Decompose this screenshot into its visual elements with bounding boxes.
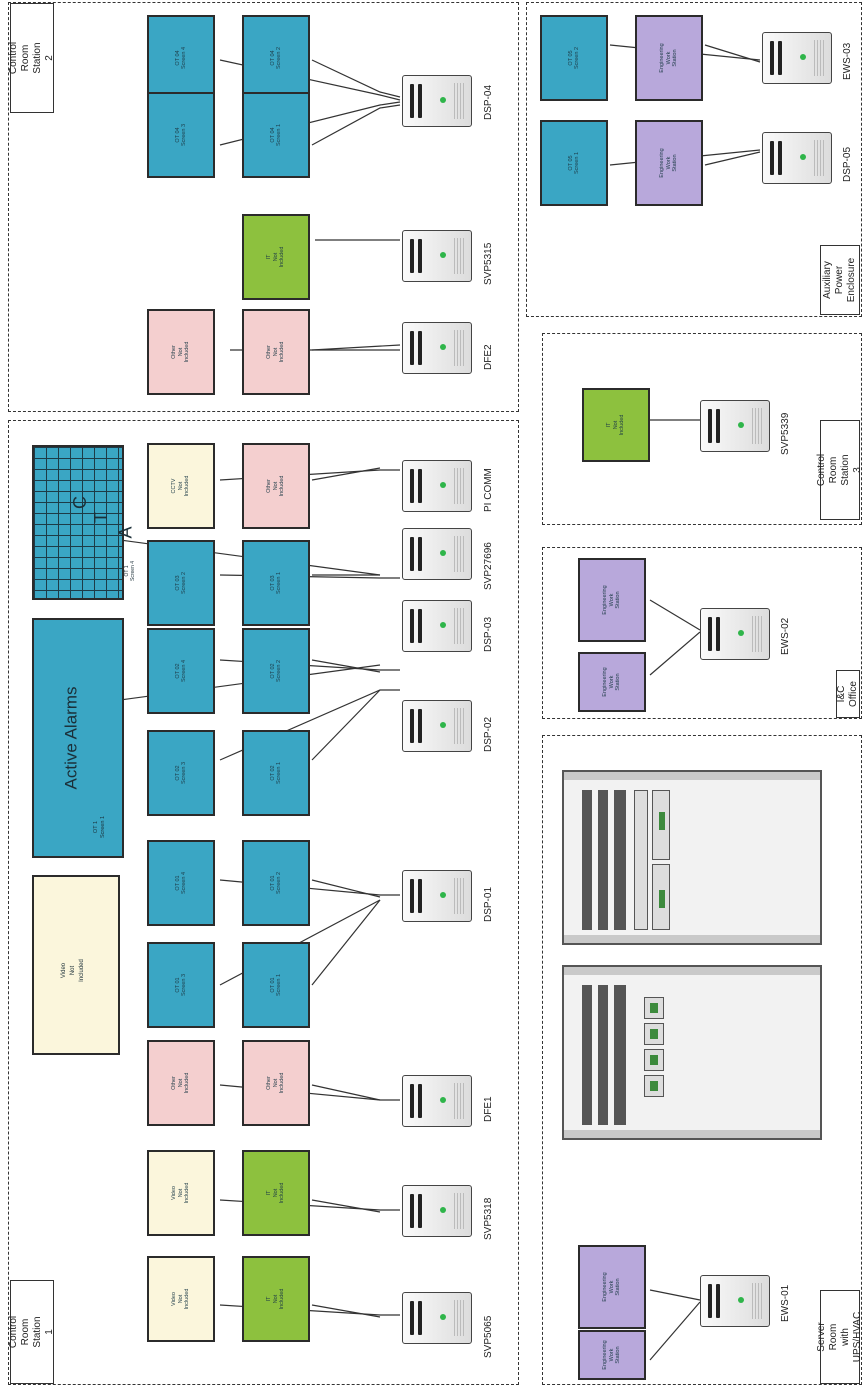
workstation-tower-svp5318 xyxy=(402,1185,472,1237)
monitor-video-not-included: Video Not Included xyxy=(147,1150,215,1236)
workstation-tower-ews03 xyxy=(762,32,832,84)
video-wall-label: Video Not Included xyxy=(60,959,85,982)
monitor-ot04-screen1: OT 04 Screen 1 xyxy=(242,92,310,178)
cta-letter-a: A xyxy=(115,526,136,539)
tower-label-dfe1: DFE1 xyxy=(483,1096,494,1122)
tower-label-dsp04: DSP-04 xyxy=(483,84,494,120)
monitor-ot04-screen4: OT 04 Screen 4 xyxy=(147,15,215,101)
monitor-ot05-screen2: OT 05 Screen 2 xyxy=(540,15,608,101)
monitor-ot04-screen3: OT 04 Screen 3 xyxy=(147,92,215,178)
active-alarms-screen-label: OT 1 Screen 1 xyxy=(93,815,107,839)
monitor-engineering-workstation: Engineering Work Station xyxy=(635,15,703,101)
zone-label-control-room-station-3: Control Room Station 3 xyxy=(816,420,863,520)
monitor-engineering-workstation: Engineering Work Station xyxy=(578,652,646,712)
workstation-tower-ews02 xyxy=(700,608,770,660)
active-alarms-screen: Active Alarms OT 1 Screen 1 xyxy=(32,618,124,858)
workstation-tower-dsp03 xyxy=(402,600,472,652)
monitor-engineering-workstation: Engineering Work Station xyxy=(578,558,646,642)
zone-label-server-room: Server Room with UPS/HVAC xyxy=(816,1290,863,1384)
workstation-tower-svp5065 xyxy=(402,1292,472,1344)
workstation-tower-dsp05 xyxy=(762,132,832,184)
tower-label-ews03: EWS-03 xyxy=(842,42,853,80)
tower-label-picomm: PI COMM xyxy=(483,468,494,512)
zone-auxiliary-power-enclosure xyxy=(526,2,862,317)
workstation-tower-dsp01 xyxy=(402,870,472,922)
cta-letter-c: C xyxy=(70,496,90,509)
monitor-ot05-screen1: OT 05 Screen 1 xyxy=(540,120,608,206)
monitor-other-not-included: Other Not Included xyxy=(242,309,310,395)
monitor-it-not-included: IT Not Included xyxy=(582,388,650,462)
monitor-engineering-workstation: Engineering Work Station xyxy=(578,1330,646,1380)
monitor-ot01-screen2: OT 01 Screen 2 xyxy=(242,840,310,926)
tower-label-dfe2: DFE2 xyxy=(483,344,494,370)
zone-ic-office xyxy=(542,547,862,719)
monitor-ot01-screen1: OT 01 Screen 1 xyxy=(242,942,310,1028)
zone-label-control-room-station-2: Control Room Station 2 xyxy=(8,3,55,113)
zone-label-auxiliary-power-enclosure: Auxiliary Power Enclosure xyxy=(820,245,860,315)
workstation-tower-dsp04 xyxy=(402,75,472,127)
tower-label-svp5065: SVP5065 xyxy=(483,1315,494,1358)
monitor-ot02-screen1: OT 02 Screen 1 xyxy=(242,730,310,816)
monitor-ot03-screen2: OT 03 Screen 2 xyxy=(147,540,215,626)
workstation-tower-dfe1 xyxy=(402,1075,472,1127)
monitor-other-not-included: Other Not Included xyxy=(242,1040,310,1126)
zone-control-room-station-3 xyxy=(542,333,862,525)
tower-label-svp5318: SVP5318 xyxy=(483,1197,494,1240)
monitor-it-not-included: IT Not Included xyxy=(242,214,310,300)
monitor-other-not-included: Other Not Included xyxy=(147,309,215,395)
server-rack-2 xyxy=(562,965,822,1140)
cta-screen-label: OT 1 Screen 4 xyxy=(124,560,137,582)
monitor-ot02-screen4: OT 02 Screen 4 xyxy=(147,628,215,714)
zone-server-room xyxy=(542,735,862,1385)
workstation-tower-svp5315 xyxy=(402,230,472,282)
workstation-tower-svp5339 xyxy=(700,400,770,452)
monitor-other-not-included: Other Not Included xyxy=(242,443,310,529)
workstation-tower-svp27696 xyxy=(402,528,472,580)
server-rack-1 xyxy=(562,770,822,945)
monitor-engineering-workstation: Engineering Work Station xyxy=(578,1245,646,1329)
tower-label-dsp05: DSP-05 xyxy=(842,146,853,182)
monitor-it-not-included: IT Not Included xyxy=(242,1256,310,1342)
zone-control-room-station-1 xyxy=(8,420,519,1385)
workstation-tower-ews01 xyxy=(700,1275,770,1327)
zone-control-room-station-2 xyxy=(8,2,519,412)
monitor-ot03-screen1: OT 03 Screen 1 xyxy=(242,540,310,626)
workstation-tower-picomm xyxy=(402,460,472,512)
monitor-video-not-included: Video Not Included xyxy=(147,1256,215,1342)
video-wall-not-included: Video Not Included xyxy=(32,875,120,1055)
tower-label-svp5315: SVP5315 xyxy=(483,242,494,285)
workstation-tower-dsp02 xyxy=(402,700,472,752)
tower-label-svp27696: SVP27696 xyxy=(483,542,494,590)
zone-label-control-room-station-1: Control Room Station 1 xyxy=(8,1280,55,1384)
tower-label-dsp02: DSP-02 xyxy=(483,716,494,752)
monitor-engineering-workstation: Engineering Work Station xyxy=(635,120,703,206)
monitor-ot01-screen4: OT 01 Screen 4 xyxy=(147,840,215,926)
monitor-ot01-screen3: OT 01 Screen 3 xyxy=(147,942,215,1028)
tower-label-dsp03: DSP-03 xyxy=(483,616,494,652)
tower-label-dsp01: DSP-01 xyxy=(483,886,494,922)
tower-label-svp5339: SVP5339 xyxy=(780,412,791,455)
tower-label-ews02: EWS-02 xyxy=(780,617,791,655)
monitor-ot04-screen2: OT 04 Screen 2 xyxy=(242,15,310,101)
monitor-it-not-included: IT Not Included xyxy=(242,1150,310,1236)
zone-label-ic-office: I&C Office xyxy=(836,670,860,718)
tower-label-ews01: EWS-01 xyxy=(780,1284,791,1322)
monitor-other-not-included: Other Not Included xyxy=(147,1040,215,1126)
cta-letter-t: T xyxy=(91,512,111,523)
workstation-tower-dfe2 xyxy=(402,322,472,374)
cta-overview-screen: C T A OT 1 Screen 4 xyxy=(32,445,136,600)
active-alarms-title: Active Alarms xyxy=(61,686,81,790)
monitor-ot02-screen3: OT 02 Screen 3 xyxy=(147,730,215,816)
monitor-cctv-not-included: CCTV Not Included xyxy=(147,443,215,529)
monitor-ot02-screen2: OT 02 Screen 2 xyxy=(242,628,310,714)
